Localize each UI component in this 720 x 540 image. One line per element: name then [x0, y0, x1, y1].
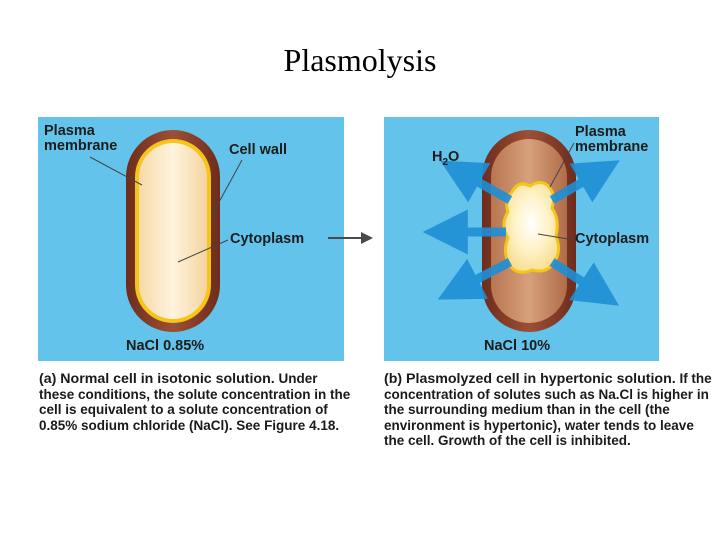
caption-b-heading: (b) Plasmolyzed cell in hypertonic solut… — [384, 371, 676, 387]
page-title: Plasmolysis — [283, 42, 437, 78]
caption-b-body: If the concentration of solutes such as … — [384, 371, 712, 448]
water-arrow-down-left — [437, 258, 513, 300]
water-arrow-down-right — [549, 258, 620, 306]
caption-a-heading: (a) Normal cell in isotonic solution. — [39, 371, 275, 387]
cytoplasm-a — [139, 143, 207, 319]
label-plasma-membrane-a: Plasma membrane — [44, 123, 118, 154]
label-plasma-membrane-b: Plasma membrane — [575, 124, 649, 155]
caption-hypertonic: (b) Plasmolyzed cell in hypertonic solut… — [384, 371, 714, 448]
label-cytoplasm-a: Cytoplasm — [230, 231, 305, 247]
water-arrows — [422, 160, 620, 306]
leader-lines-a — [89, 156, 243, 263]
label-cytoplasm-b: Cytoplasm — [575, 231, 650, 247]
normal-cell — [126, 130, 220, 332]
water-arrow-up-right — [549, 160, 620, 204]
caption-a-body: Under these conditions, the solute conce… — [39, 371, 351, 433]
label-water: H2O — [432, 150, 459, 170]
label-cell-wall: Cell wall — [229, 142, 288, 158]
label-water-o: O — [448, 149, 460, 165]
label-water-sub: 2 — [442, 156, 449, 168]
label-nacl-b: NaCl 10% — [484, 338, 551, 354]
water-arrow-up-left — [440, 160, 513, 204]
leader-lines-b — [537, 142, 575, 241]
label-water-h: H — [432, 149, 443, 165]
caption-isotonic: (a) Normal cell in isotonic solution. Un… — [39, 371, 355, 433]
label-nacl-a: NaCl 0.85% — [126, 338, 205, 354]
